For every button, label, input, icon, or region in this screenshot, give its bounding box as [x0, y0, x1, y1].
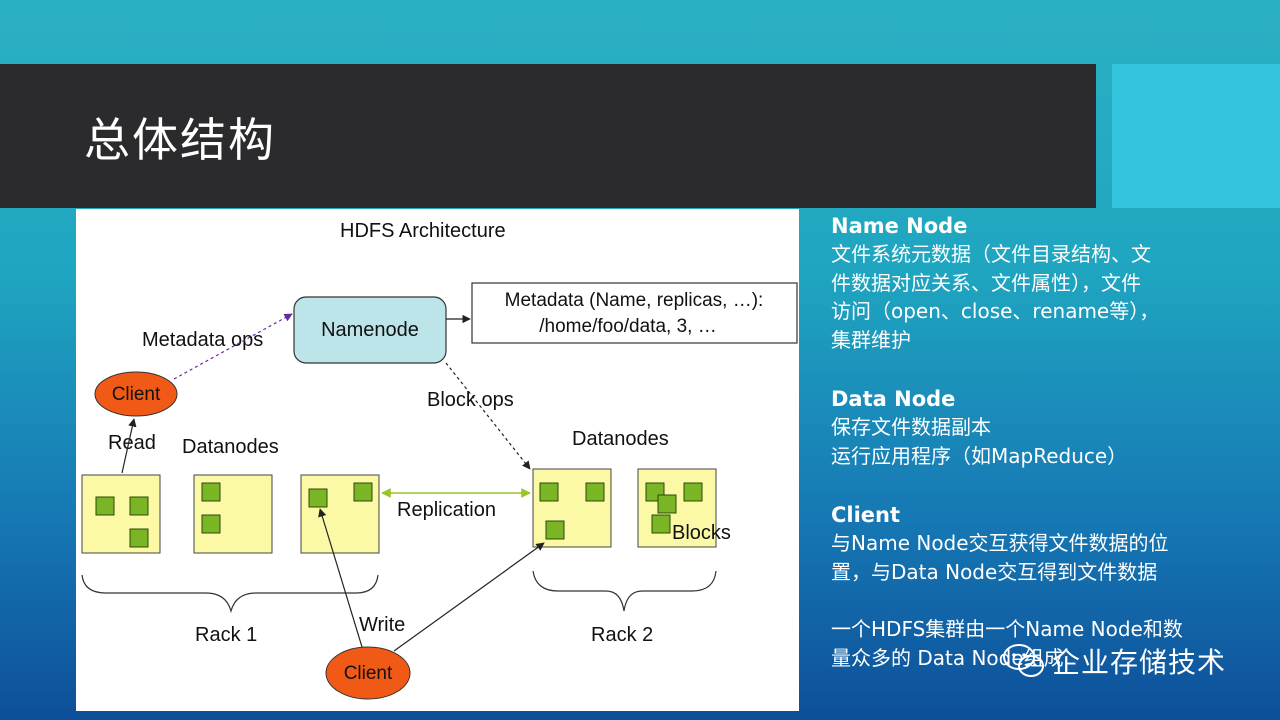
metadata-line2: /home/foo/data, 3, … [539, 316, 716, 337]
write-arrow-right [393, 542, 545, 652]
replication-label: Replication [397, 499, 496, 521]
section-client: Client 与Name Node交互获得文件数据的位 置，与Data Node… [831, 501, 1251, 586]
datanodes-right-label: Datanodes [572, 428, 669, 450]
accent-block [1112, 64, 1280, 208]
block [129, 528, 149, 548]
title-bar [0, 64, 1096, 208]
section-line: 运行应用程序（如MapReduce） [831, 443, 1128, 468]
client-bottom-label: Client [344, 663, 393, 684]
namenode-label: Namenode [321, 319, 419, 341]
client-bottom [325, 646, 411, 700]
diagram-panel: HDFS Architecture Namenode Metadata (Nam… [76, 209, 799, 711]
section-line: 与Name Node交互获得文件数据的位 [831, 531, 1169, 555]
watermark: 企业存储技术 [1002, 636, 1272, 686]
diagram-title: HDFS Architecture [340, 220, 506, 242]
metadata-ops-arrow [173, 313, 293, 380]
section-data-node: Data Node 保存文件数据副本 运行应用程序（如MapReduce） [831, 385, 1251, 470]
rack2-brace [532, 570, 717, 612]
section-summary: 一个HDFS集群由一个Name Node和数 量众多的 Data Node组成 [831, 615, 1251, 672]
section-line: 集群维护 [831, 327, 911, 352]
datanode-4 [532, 468, 612, 548]
client-top [94, 371, 178, 417]
block [353, 482, 373, 502]
namenode-box [293, 296, 447, 364]
rack1-label: Rack 1 [195, 624, 257, 646]
datanodes-left-label: Datanodes [182, 436, 279, 458]
block [201, 514, 221, 534]
block [585, 482, 605, 502]
datanode-5 [637, 468, 717, 548]
block [651, 514, 671, 534]
block [308, 488, 328, 508]
block [657, 494, 677, 514]
section-line: 置，与Data Node交互得到文件数据 [831, 559, 1158, 584]
rack2-label: Rack 2 [591, 624, 653, 646]
section-name-node: Name Node 文件系统元数据（文件目录结构、文 件数据对应关系、文件属性）… [831, 212, 1251, 354]
metadata-ops-label: Metadata ops [142, 329, 263, 351]
section-line: 一个HDFS集群由一个Name Node和数 [831, 617, 1183, 641]
read-label: Read [108, 432, 156, 454]
block [95, 496, 115, 516]
section-line: 文件系统元数据（文件目录结构、文 [831, 242, 1151, 266]
section-line: 保存文件数据副本 [831, 415, 991, 439]
block-ops-arrow [445, 362, 531, 470]
metadata-box [471, 282, 798, 344]
block [539, 482, 559, 502]
client-top-label: Client [112, 384, 161, 405]
block [545, 520, 565, 540]
hdfs-diagram: HDFS Architecture Namenode Metadata (Nam… [81, 220, 798, 700]
wechat-icon [1003, 644, 1044, 677]
section-line: 件数据对应关系、文件属性），文件 [831, 270, 1141, 295]
block [129, 496, 149, 516]
section-heading: Name Node [831, 214, 968, 238]
write-label: Write [359, 614, 405, 636]
section-heading: Data Node [831, 387, 956, 411]
section-heading: Client [831, 503, 901, 527]
block [683, 482, 703, 502]
write-arrow-left [318, 508, 363, 648]
metadata-line1: Metadata (Name, replicas, …): [505, 290, 764, 311]
slide-title: 总体结构 [84, 113, 276, 167]
read-arrow [121, 418, 137, 474]
block [201, 482, 221, 502]
watermark-text: 企业存储技术 [1052, 646, 1227, 679]
block-ops-label: Block ops [427, 389, 514, 411]
rack1-brace [81, 574, 379, 614]
section-line: 访问（open、close、rename等）， [831, 299, 1160, 323]
blocks-label: Blocks [672, 522, 731, 544]
